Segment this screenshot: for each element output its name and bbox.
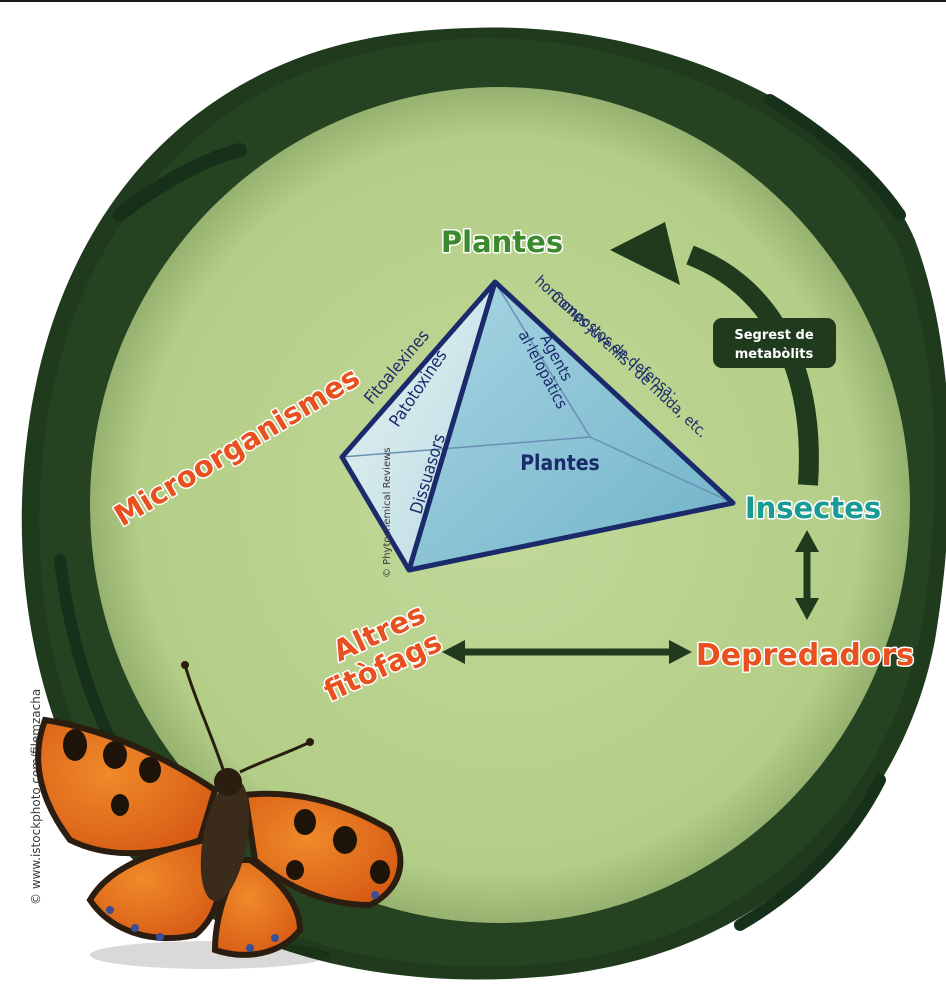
insectes-label: Insectes (745, 491, 881, 525)
metabolite-sequestration-badge: Segrest de metabòlits (713, 318, 836, 368)
pyramid-plantes-label: Plantes (520, 451, 600, 475)
badge-line2: metabòlits (735, 347, 814, 362)
photo-credit: © www.istockphoto.com/filemzacha (29, 689, 43, 905)
depredadors-label: Depredadors (696, 638, 914, 673)
phytochemical-credit: © Phytochemical Reviews (382, 448, 393, 578)
plantes-label: Plantes (441, 225, 563, 259)
badge-line1: Segrest de (734, 328, 813, 343)
